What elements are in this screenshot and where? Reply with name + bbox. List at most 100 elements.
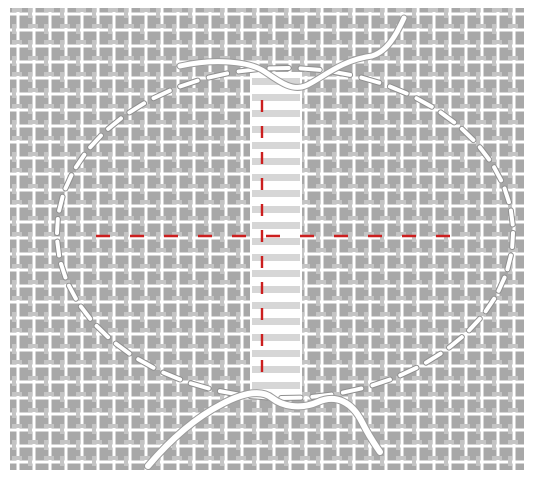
fabric-weave-cell [492,72,502,76]
fabric-weave-cell [444,440,454,444]
fabric-weave-cell [108,8,118,12]
fabric-weave-cell [172,136,182,140]
fabric-weave-cell [172,88,176,98]
cleared-weft-thread [252,222,300,229]
fabric-weave-cell [476,72,480,82]
fabric-weave-cell [220,344,230,348]
fabric-weave-cell [524,72,533,76]
fabric-weave-cell [108,104,118,108]
fabric-weave-cell [524,56,528,66]
fabric-weave-cell [444,392,448,402]
fabric-weave-cell [364,296,374,300]
fabric-weave-cell [92,88,102,92]
fabric-weave-cell [412,120,422,124]
fabric-weave-cell [220,40,224,50]
fabric-weave-cell [28,456,32,466]
fabric-weave-cell [76,392,86,396]
fabric-weave-cell [108,88,112,98]
fabric-weave-cell [476,88,486,92]
fabric-weave-cell [348,344,358,348]
fabric-weave-cell [12,456,22,460]
fabric-weave-cell [476,104,480,114]
fabric-weave-cell [12,360,22,364]
fabric-weave-cell [76,456,86,460]
fabric-weave-cell [332,312,336,322]
fabric-weave-cell [428,312,432,322]
fabric-weave-cell [12,120,16,130]
fabric-weave-cell [12,376,16,386]
fabric-weave-cell [348,136,352,146]
fabric-weave-cell [428,392,438,396]
fabric-weave-cell [236,360,246,364]
fabric-weave-cell [44,120,48,130]
fabric-weave-cell [220,280,230,284]
fabric-weave-cell [124,24,134,28]
fabric-weave-cell [316,264,320,274]
fabric-weave-cell [220,136,224,146]
fabric-weave-cell [76,376,80,386]
fabric-weave-cell [396,72,406,76]
fabric-weave-cell [204,120,208,130]
fabric-weave-cell [380,248,390,252]
fabric-weave-cell [380,328,384,338]
fabric-weave-cell [508,440,518,444]
fabric-weave-cell [364,392,374,396]
fabric-weave-cell [60,8,64,18]
fabric-weave-cell [124,440,134,444]
fabric-weave-cell [172,424,182,428]
fabric-weave-cell [284,456,288,466]
fabric-weave-cell [268,424,278,428]
fabric-weave-cell [140,296,150,300]
fabric-weave-cell [476,216,486,220]
fabric-weave-cell [476,200,480,210]
fabric-weave-cell [156,328,160,338]
fabric-weave-cell [60,408,70,412]
fabric-weave-cell [396,456,406,460]
fabric-weave-cell [124,296,128,306]
fabric-weave-cell [172,184,176,194]
fabric-weave-cell [140,168,150,172]
fabric-weave-cell [220,296,224,306]
fabric-weave-cell [44,424,54,428]
fabric-weave-cell [124,408,134,412]
fabric-weave-cell [76,120,80,130]
fabric-weave-cell [140,216,144,226]
fabric-weave-cell [140,440,144,450]
fabric-weave-cell [460,72,470,76]
fabric-weave-cell [44,248,48,258]
fabric-weave-cell [140,152,144,162]
fabric-weave-cell [492,360,502,364]
fabric-weave-cell [364,248,368,258]
fabric-weave-cell [12,24,16,34]
fabric-weave-cell [188,408,198,412]
fabric-weave-cell [348,8,352,18]
fabric-weave-cell [380,312,390,316]
fabric-weave-cell [332,40,342,44]
fabric-weave-cell [476,40,480,50]
fabric-weave-cell [236,88,240,98]
cleared-weft-thread [252,142,300,149]
fabric-weave-cell [444,184,454,188]
fabric-weave-cell [476,168,480,178]
fabric-weave-cell [188,248,198,252]
fabric-weave-cell [92,120,102,124]
fabric-weave-cell [236,408,240,418]
fabric-weave-cell [108,408,112,418]
fabric-weave-cell [476,392,480,402]
fabric-weave-cell [524,376,528,386]
fabric-weave-cell [44,312,48,322]
fabric-weave-cell [476,344,486,348]
fabric-weave-cell [412,264,416,274]
fabric-weave-cell [12,392,22,396]
fabric-weave-cell [364,88,368,98]
fabric-weave-cell [316,168,320,178]
fabric-weave-cell [316,184,326,188]
fabric-weave-cell [428,136,438,140]
fabric-weave-cell [252,56,262,60]
fabric-weave-cell [236,440,240,450]
fabric-weave-cell [28,184,38,188]
fabric-weave-cell [380,216,390,220]
fabric-weave-cell [268,472,272,477]
fabric-weave-cell [316,136,320,146]
fabric-weave-cell [428,280,432,290]
